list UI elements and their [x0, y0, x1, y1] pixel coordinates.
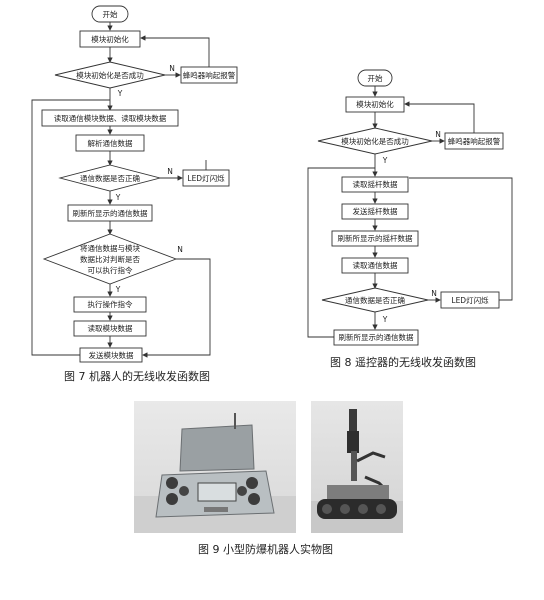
f7-compare-line1: 将通信数据与模块: [80, 243, 140, 253]
f7-n3: N: [177, 245, 183, 254]
f8-init-label: 模块初始化: [356, 99, 394, 109]
figure-7-caption: 图 7 机器人的无线收发函数图: [64, 370, 210, 383]
f8-init-ok-label: 模块初始化是否成功: [341, 136, 409, 146]
f8-read-comm-label: 读取通信数据: [353, 260, 398, 270]
explosion-proof-robot-photo: [311, 401, 403, 533]
figure-7-flowchart: 开始 模块初始化 模块初始化是否成功 蜂鸣器响起报警 读取通信模块数据、读取模块…: [31, 5, 238, 363]
f8-n1: N: [435, 130, 441, 139]
f8-init-fail-label: 蜂鸣器响起报警: [448, 136, 501, 146]
f7-y2: Y: [115, 193, 121, 202]
f8-read-stick-label: 读取摇杆数据: [353, 179, 398, 189]
f7-exec-label: 执行操作指令: [88, 299, 133, 309]
f7-read-label: 读取通信模块数据、读取模块数据: [54, 113, 167, 123]
f7-send-label: 发送模块数据: [89, 350, 134, 360]
figure-9-caption: 图 9 小型防爆机器人实物图: [198, 543, 333, 556]
f8-refresh-stick-label: 刷新所显示的摇杆数据: [338, 233, 413, 243]
f7-read-module-label: 读取模块数据: [88, 323, 133, 333]
robot-controller-photo: [134, 401, 296, 533]
f7-init-ok-label: 模块初始化是否成功: [76, 70, 144, 80]
f8-refresh-comm-label: 刷新所显示的通信数据: [339, 332, 414, 342]
figure-8-flowchart: 开始 模块初始化 模块初始化是否成功 蜂鸣器响起报警 读取摇杆数据 发送摇杆数据…: [307, 69, 513, 346]
f7-parse-label: 解析通信数据: [88, 138, 133, 148]
f8-y2: Y: [382, 315, 388, 324]
f8-start-label: 开始: [368, 73, 383, 83]
f7-led-label: LED灯闪烁: [187, 173, 225, 183]
f7-compare-line3: 可以执行指令: [88, 265, 133, 275]
f7-send-box: [79, 347, 143, 363]
f7-refresh-label: 刷新所显示的通信数据: [73, 208, 148, 218]
f8-send-stick-label: 发送摇杆数据: [353, 206, 398, 216]
figure-8-caption: 图 8 遥控器的无线收发函数图: [330, 356, 476, 369]
f7-init-label: 模块初始化: [91, 34, 129, 44]
f7-start-label: 开始: [103, 9, 118, 19]
f7-n2: N: [167, 167, 173, 176]
f8-n2: N: [431, 289, 437, 298]
f7-init-fail-label: 蜂鸣器响起报警: [183, 70, 236, 80]
f7-data-ok-label: 通信数据是否正确: [80, 173, 140, 183]
f8-data-ok-label: 通信数据是否正确: [345, 295, 405, 305]
f7-y1: Y: [117, 89, 123, 98]
f8-y1: Y: [382, 156, 388, 165]
f8-led-label: LED灯闪烁: [451, 295, 489, 305]
f7-n1: N: [169, 64, 175, 73]
f7-y3: Y: [115, 285, 121, 294]
f8-refresh-comm-box: [333, 329, 419, 346]
f7-compare-line2: 数据比对判断是否: [80, 254, 140, 264]
